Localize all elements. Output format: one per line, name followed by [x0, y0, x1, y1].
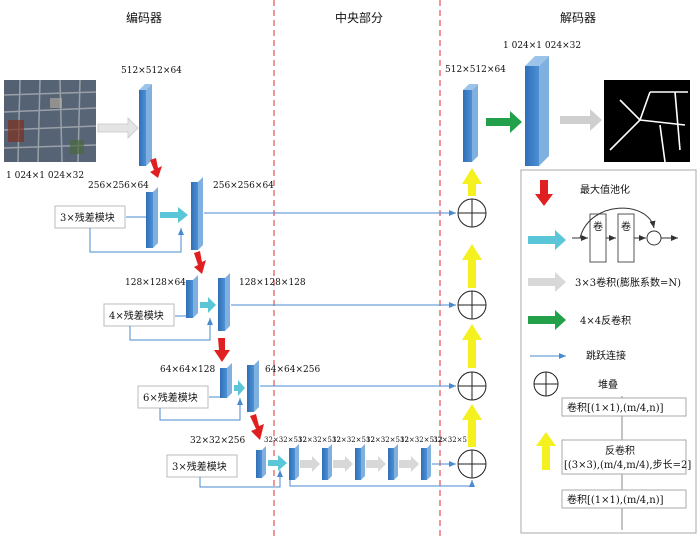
maxpool-arrow-4 — [250, 414, 264, 440]
module-box-4 — [166, 454, 238, 478]
skip-connection-5 — [289, 480, 475, 487]
mid-label-6: 32×32×512 — [433, 436, 476, 444]
stack-node-4 — [457, 449, 487, 479]
module-label-2: 4×残差模块 — [109, 309, 164, 322]
legend-deconv4-label: 4×4反卷积 — [580, 314, 631, 327]
mid-label-4: 32×32×512 — [366, 436, 409, 444]
legend-conv1-box — [561, 397, 687, 417]
legend-maxpool-label: 最大值池化 — [580, 183, 630, 196]
decoder-block-1 — [463, 84, 478, 162]
maxpool-arrow-3 — [214, 338, 230, 362]
deconv-arrow — [486, 111, 522, 133]
residual-arrow-3 — [234, 380, 245, 396]
legend-conv2-box — [561, 489, 687, 509]
e5a-label: 32×32×256 — [190, 436, 245, 446]
mid-label-3: 32×32×512 — [332, 436, 375, 444]
mid-gray-arrow-1 — [300, 456, 320, 472]
d2-label: 1 024×1 024×32 — [503, 41, 581, 51]
e3b-label: 128×128×128 — [239, 278, 306, 288]
legend-deconv-detail: [(3×3),(m/4,m/4),步长=2] — [564, 459, 691, 471]
encoder-block-2b — [191, 177, 203, 250]
maxpool-arrow-1 — [150, 158, 162, 178]
e1-label: 512×512×64 — [121, 66, 182, 76]
encoder-block-2a — [146, 187, 158, 248]
legend-residual-diagram — [572, 207, 678, 263]
module-label-4: 3×残差模块 — [172, 460, 227, 473]
output-arrow — [560, 109, 602, 131]
middle-block-1 — [289, 444, 299, 480]
encoder-block-1 — [139, 84, 152, 166]
e3a-label: 128×128×64 — [125, 278, 186, 288]
module-loop-3 — [159, 397, 240, 421]
legend-conv1-label: 卷积[(1×1),(m/4,n)] — [567, 401, 664, 414]
residual-arrow-4 — [268, 455, 287, 471]
mid-gray-arrow-2 — [333, 456, 353, 472]
module-loop-1 — [89, 216, 181, 253]
module-box-3 — [137, 385, 209, 409]
legend-residual-icon — [528, 230, 566, 250]
input-image — [3, 79, 97, 163]
encoder-block-5a — [256, 446, 266, 478]
legend-maxpool-icon — [535, 180, 553, 206]
encoder-block-3a — [186, 275, 198, 318]
input-size-label: 1 024×1 024×32 — [6, 171, 84, 181]
middle-block-4 — [388, 444, 398, 480]
decoder-block-2 — [525, 56, 549, 166]
legend-stack-icon — [533, 371, 559, 397]
residual-arrow-1 — [160, 207, 188, 223]
e4b-label: 64×64×256 — [265, 365, 320, 375]
legend-conv2-label: 卷积[(1×1),(m/4,n)] — [567, 493, 664, 506]
stack-node-3 — [457, 371, 487, 401]
encoder-block-4b — [247, 360, 259, 412]
middle-block-3 — [355, 444, 365, 480]
module-label-1: 3×残差模块 — [60, 211, 115, 224]
module-box-2 — [103, 303, 175, 327]
decoder-title: 解码器 — [560, 11, 596, 25]
middle-block-5 — [421, 444, 431, 480]
module-loop-4 — [199, 470, 283, 488]
legend-upsample-icon — [536, 432, 556, 470]
input-arrow — [97, 116, 139, 140]
mid-label-1: 32×32×512 — [264, 436, 307, 444]
e2b-label: 256×256×64 — [213, 181, 274, 191]
middle-blocks — [289, 444, 431, 480]
encoder-title: 编码器 — [126, 10, 162, 25]
legend-dilated-label: 3×3卷积(膨胀系数=N) — [575, 276, 681, 289]
residual-arrow-2 — [200, 297, 216, 313]
upsample-arrow-2 — [462, 324, 482, 368]
upsample-arrow-4 — [462, 168, 482, 196]
middle-block-2 — [322, 444, 332, 480]
mid-label-2: 32×32×512 — [298, 436, 341, 444]
e2a-label: 256×256×64 — [88, 181, 149, 191]
mid-gray-arrow-4 — [399, 456, 419, 472]
legend-conv-layer-label-a: 卷 — [593, 220, 603, 233]
legend-deconv-box — [561, 439, 687, 475]
module-label-3: 6×残差模块 — [143, 391, 198, 404]
maxpool-arrow-2 — [194, 251, 206, 274]
d1-label: 512×512×64 — [445, 65, 506, 75]
stack-node-1 — [457, 198, 487, 228]
encoder-block-3b — [218, 273, 230, 331]
stack-node-2 — [457, 290, 487, 320]
middle-title: 中央部分 — [335, 10, 383, 25]
encoder-block-4a — [220, 363, 232, 398]
legend-deconv-title: 反卷积 — [605, 444, 635, 457]
e4a-label: 64×64×128 — [160, 365, 215, 375]
legend-deconv4-icon — [528, 310, 566, 330]
mid-gray-arrow-3 — [366, 456, 386, 472]
output-road-map — [604, 80, 690, 163]
legend-stack-label: 堆叠 — [598, 379, 618, 391]
mid-label-5: 32×32×512 — [400, 436, 443, 444]
module-loop-2 — [129, 316, 210, 341]
legend-conv-layer-label-b: 卷 — [621, 220, 631, 233]
legend-skip-label: 跳跃连接 — [586, 349, 626, 362]
legend-dilated-icon — [528, 272, 566, 292]
upsample-arrow-3 — [462, 244, 482, 288]
upsample-arrow-1 — [462, 404, 482, 447]
